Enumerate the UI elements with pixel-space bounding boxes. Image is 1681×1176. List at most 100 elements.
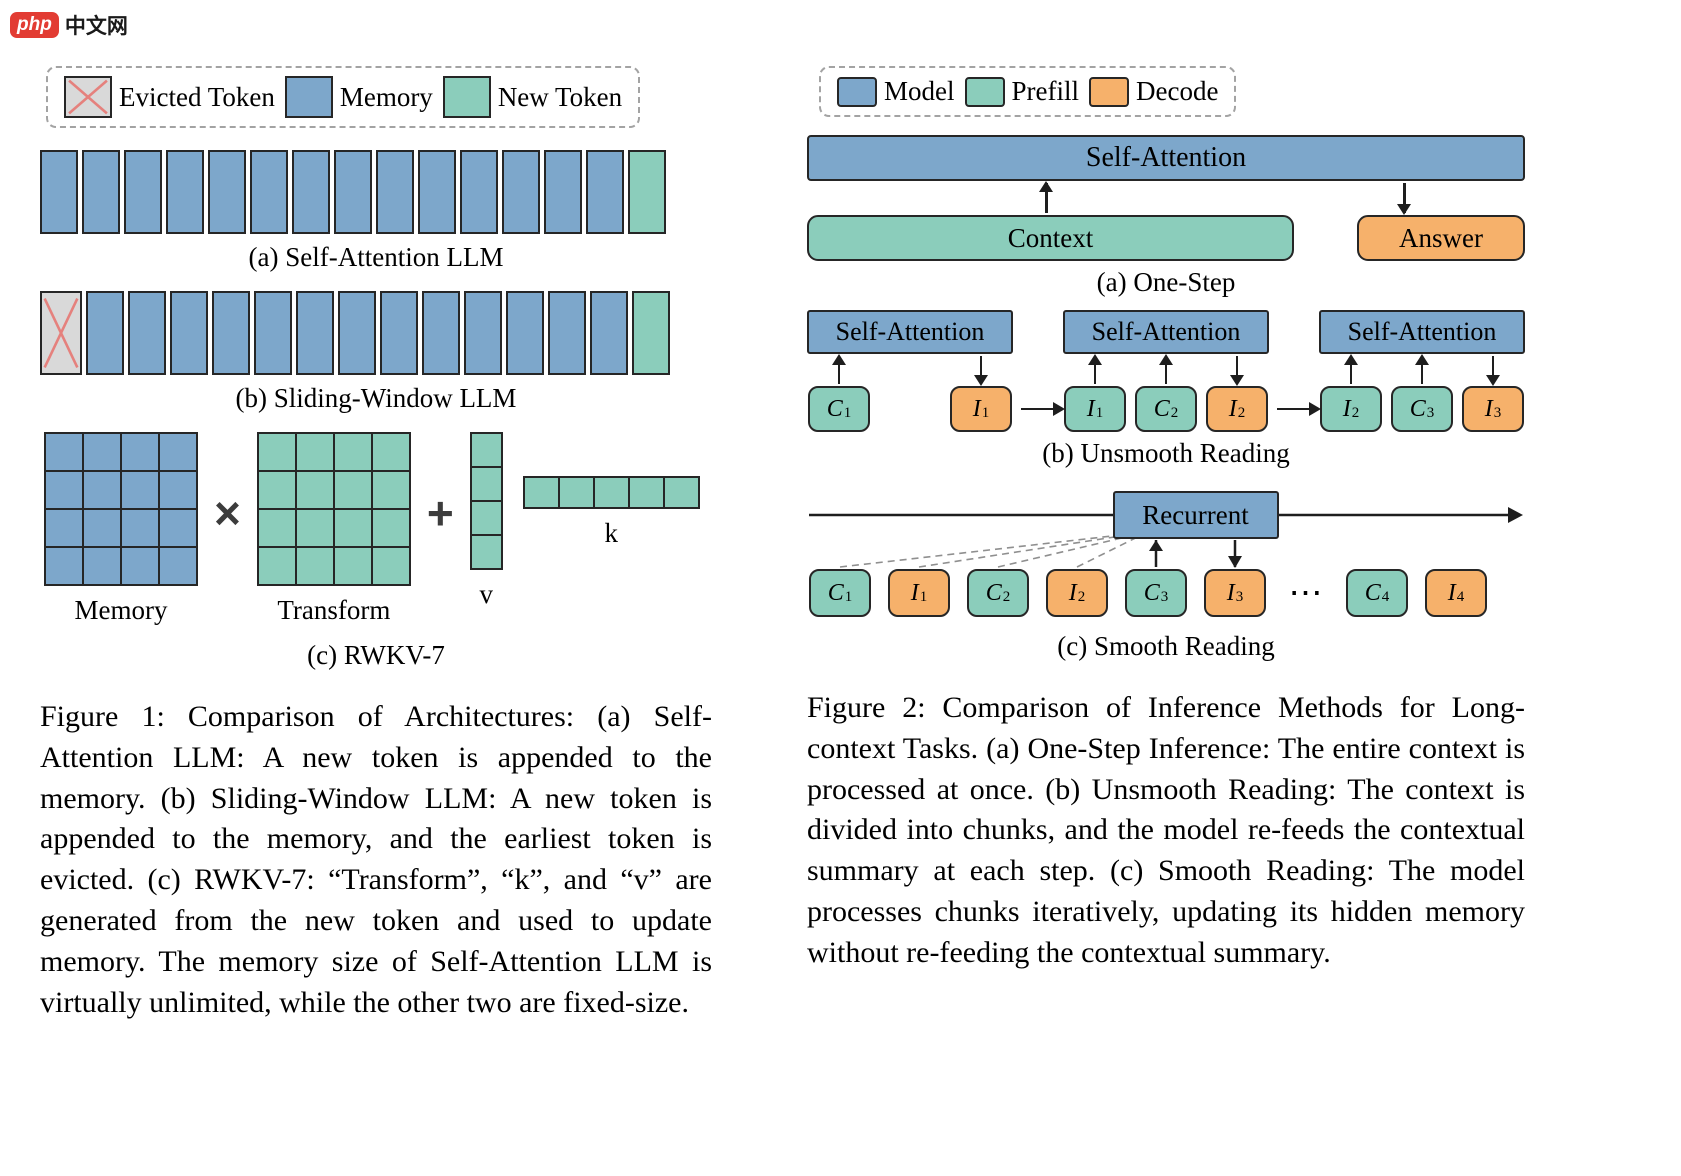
grid-cell — [471, 536, 501, 568]
grid-cell — [594, 478, 628, 507]
memory-token — [418, 150, 456, 234]
input-up-arrow — [1093, 356, 1097, 384]
fig1-subcaption-b: (b) Sliding-Window LLM — [235, 383, 517, 413]
grid-cell — [258, 510, 295, 546]
memory-token — [376, 150, 414, 234]
fig2-subcaption-b: (b) Unsmooth Reading — [1042, 438, 1290, 468]
chunk-flow-arrow — [1277, 407, 1311, 410]
memory-token — [250, 150, 288, 234]
grid-cell — [629, 478, 663, 507]
grid-cell — [160, 510, 196, 546]
output-down-arrow — [1235, 356, 1239, 384]
memory-token — [124, 150, 162, 234]
transform-matrix — [256, 432, 411, 586]
grid-cell — [122, 472, 158, 508]
memory-token — [586, 150, 624, 234]
transform-matrix-group: Transform — [256, 432, 411, 626]
grid-cell — [160, 434, 196, 470]
legend-swatch-memory — [284, 76, 333, 118]
grid-cell — [258, 548, 295, 584]
grid-cell — [296, 548, 333, 584]
fig2-subcaption-c: (c) Smooth Reading — [1057, 631, 1275, 661]
legend-item-decode: Decode — [1089, 76, 1218, 107]
output-down-arrow — [1491, 356, 1495, 384]
legend-item-evicted: Evicted Token — [64, 76, 275, 118]
legend-label: Model — [884, 76, 955, 106]
one-step-diagram: Self-Attention Context Answer — [807, 135, 1525, 261]
grid-cell — [296, 472, 333, 508]
grid-cell — [372, 510, 409, 546]
legend-swatch-prefill — [964, 76, 1005, 107]
site-logo[interactable]: php 中文网 — [10, 10, 128, 40]
rwkv7-diagram: Memory × Transform + v k — [44, 432, 712, 626]
figure1-caption: Figure 1: Comparison of Architectures: (… — [40, 700, 712, 1019]
memory-token — [506, 291, 544, 375]
fig1-subcaption-a: (a) Self-Attention LLM — [248, 242, 504, 272]
legend-item-new: New Token — [442, 76, 622, 118]
grid-cell — [46, 434, 82, 470]
grid-cell — [334, 548, 371, 584]
memory-token — [40, 150, 78, 234]
memory-token — [380, 291, 418, 375]
figure2-caption: Figure 2: Comparison of Inference Method… — [807, 691, 1525, 969]
memory-matrix-group: Memory — [44, 432, 198, 626]
legend-swatch-model — [837, 76, 877, 107]
memory-token — [590, 291, 628, 375]
memory-token — [548, 291, 586, 375]
php-logo-icon: php — [10, 12, 59, 38]
answer-down-arrow — [1403, 183, 1406, 213]
evicted-x-icon — [42, 293, 80, 373]
output-down-arrow — [979, 356, 983, 384]
grid-cell — [160, 548, 196, 584]
legend-swatch-evicted — [64, 76, 112, 118]
grid-cell — [334, 472, 371, 508]
self-attention-bar: Self-Attention — [807, 135, 1525, 181]
multiply-operator: × — [214, 487, 241, 539]
memory-token — [86, 291, 124, 375]
figure2: Model Prefill Decode Self-Attention Contex… — [807, 66, 1525, 1023]
chunk-flow-arrow — [1021, 407, 1055, 410]
legend-item-prefill: Prefill — [964, 76, 1080, 107]
answer-box: Answer — [1357, 215, 1525, 261]
legend-label: Decode — [1136, 76, 1219, 106]
input-up-arrow — [1349, 356, 1353, 384]
grid-cell — [160, 472, 196, 508]
input-up-arrow — [1420, 356, 1424, 384]
self-attention-box: Self-Attention — [807, 310, 1013, 354]
grid-cell — [664, 478, 698, 507]
one-step-arrows — [807, 181, 1525, 215]
grid-cell — [471, 502, 501, 534]
memory-token — [334, 150, 372, 234]
context-up-arrow — [1045, 183, 1048, 213]
memory-token — [292, 150, 330, 234]
memory-token — [296, 291, 334, 375]
legend-label: Prefill — [1011, 76, 1080, 106]
k-label: k — [604, 518, 619, 548]
recurrent-box: Recurrent — [1112, 491, 1279, 539]
grid-cell — [122, 548, 158, 584]
grid-cell — [122, 510, 158, 546]
evicted-x-icon — [66, 78, 110, 116]
memory-token — [128, 291, 166, 375]
plus-operator: + — [426, 487, 454, 539]
